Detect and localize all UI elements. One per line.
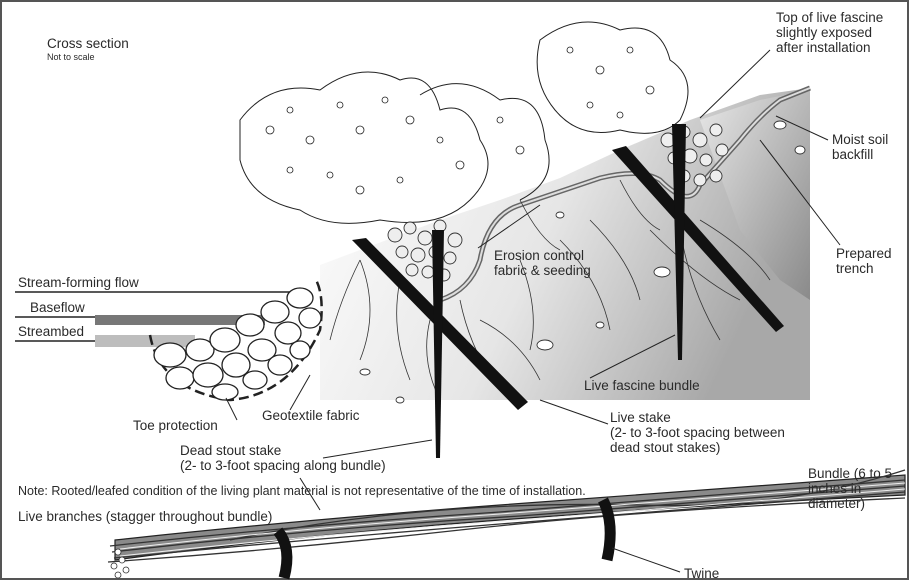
label-live-branches: Live branches (stagger throughout bundle…	[18, 509, 272, 524]
label-twine: Twine	[684, 566, 719, 580]
label-live-fascine-bundle: Live fascine bundle	[584, 378, 700, 393]
label-prepared-trench: Preparedtrench	[836, 246, 892, 276]
twine-wrap-left	[278, 531, 287, 578]
label-stream-forming-flow: Stream-forming flow	[18, 275, 139, 290]
diagram-title: Cross section	[47, 36, 129, 51]
note-text: Note: Rooted/leafed condition of the liv…	[18, 484, 586, 499]
label-erosion-control: Erosion controlfabric & seeding	[494, 248, 591, 278]
label-baseflow: Baseflow	[30, 300, 85, 315]
label-top-fascine: Top of live fascineslightly exposedafter…	[776, 10, 883, 55]
label-toe-protection: Toe protection	[133, 418, 218, 433]
label-streambed: Streambed	[18, 324, 84, 339]
label-live-stake: Live stake(2- to 3-foot spacing betweend…	[610, 410, 785, 455]
label-moist-soil: Moist soilbackfill	[832, 132, 888, 162]
label-geotextile-fabric: Geotextile fabric	[262, 408, 360, 423]
label-bundle-diameter: Bundle (6 to 5inches indiameter)	[808, 466, 892, 511]
label-dead-stout-stake: Dead stout stake(2- to 3-foot spacing al…	[180, 443, 386, 473]
twine-wrap-right	[603, 500, 610, 560]
diagram-subtitle: Not to scale	[47, 52, 95, 62]
